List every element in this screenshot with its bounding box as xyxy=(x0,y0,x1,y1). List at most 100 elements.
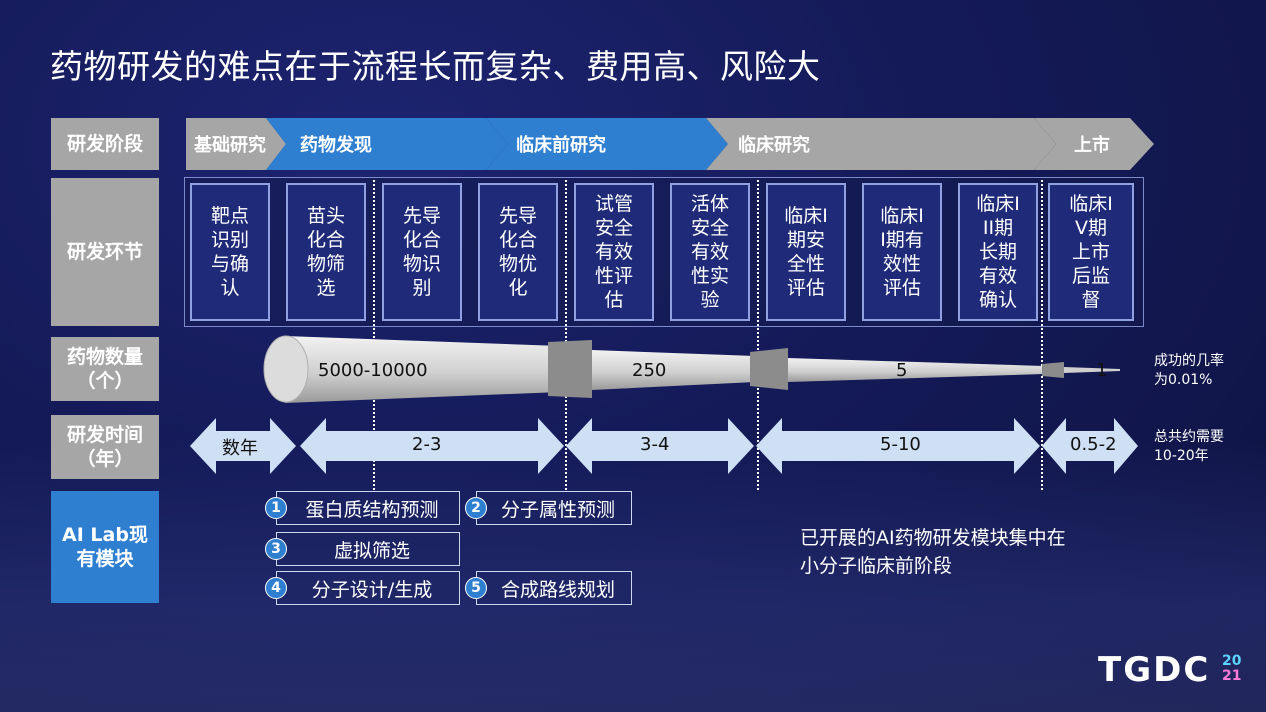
module-label-1: 蛋白质结构预测 xyxy=(305,498,439,521)
stage-label-preclinical: 临床前研究 xyxy=(516,135,606,156)
step-text-4: 先导化合物优化 xyxy=(498,205,537,299)
row-label-stage: 研发阶段 xyxy=(51,118,159,170)
separator-preclinical xyxy=(565,180,567,490)
row-label-time-line2: （年） xyxy=(76,448,134,470)
tgdc-logo: TGDC xyxy=(1098,650,1211,690)
module-1: 1 蛋白质结构预测 xyxy=(265,491,460,525)
step-text-5: 试管安全有效性评估 xyxy=(594,193,633,311)
row-label-count-line2: （个） xyxy=(76,370,134,392)
module-5: 5 合成路线规划 xyxy=(465,571,632,605)
time-arrow-1 xyxy=(190,418,296,474)
time-arrow-4 xyxy=(756,418,1040,474)
funnel-segment-1 xyxy=(285,336,560,403)
module-4: 4 分子设计/生成 xyxy=(265,571,460,605)
row-label-time-line1: 研发时间 xyxy=(66,424,143,446)
row-label-ai: AI Lab现 有模块 xyxy=(51,491,159,603)
step-box-5: 试管安全有效性评估 xyxy=(574,183,654,321)
step-text-10: 临床IV期上市后监督 xyxy=(1069,193,1113,311)
row-label-count: 药物数量 （个） xyxy=(51,337,159,401)
stage-chevron-basic xyxy=(186,118,286,170)
stage-label-discovery: 药物发现 xyxy=(300,135,372,156)
step-box-9: 临床III期长期有效确认 xyxy=(958,183,1038,321)
ai-module-note-line1: 已开展的AI药物研发模块集中在 xyxy=(800,527,1066,549)
background-glow xyxy=(0,440,1266,712)
step-text-6: 活体安全有效性实验 xyxy=(690,193,729,311)
module-label-2: 分子属性预测 xyxy=(500,498,615,521)
step-box-6: 活体安全有效性实验 xyxy=(670,183,750,321)
step-box-4: 先导化合物优化 xyxy=(478,183,558,321)
step-box-2: 苗头化合物筛选 xyxy=(286,183,366,321)
stage-chevron-preclinical xyxy=(486,118,728,170)
funnel-ring-1 xyxy=(548,340,592,398)
module-badge-5: 5 xyxy=(465,577,487,599)
module-2: 2 分子属性预测 xyxy=(465,491,632,525)
ai-module-note-line2: 小分子临床前阶段 xyxy=(800,555,953,577)
count-value-4: 1 xyxy=(1096,360,1108,381)
stage-chevron-market xyxy=(1034,118,1154,170)
tgdc-logo-year-top: 20 xyxy=(1222,653,1242,669)
separator-market xyxy=(1041,180,1043,490)
stage-label-basic: 基础研究 xyxy=(194,135,266,156)
step-text-3: 先导化合物识别 xyxy=(402,205,441,299)
module-label-4: 分子设计/生成 xyxy=(311,578,433,601)
row-label-count-line1: 药物数量 xyxy=(66,346,143,368)
row-label-stage-text: 研发阶段 xyxy=(66,133,143,155)
time-note-line2: 10-20年 xyxy=(1154,448,1209,464)
tgdc-logo-year-bottom: 21 xyxy=(1222,668,1242,684)
row-label-time: 研发时间 （年） xyxy=(51,415,159,479)
time-arrow-2 xyxy=(300,418,564,474)
module-badge-2: 2 xyxy=(465,497,487,519)
step-box-8: 临床II期有效性评估 xyxy=(862,183,942,321)
step-text-2: 苗头化合物筛选 xyxy=(306,205,345,299)
time-arrow-3 xyxy=(566,418,754,474)
step-text-1: 靶点识别与确认 xyxy=(210,205,249,299)
row-label-ai-line2: 有模块 xyxy=(76,548,134,570)
row-label-step: 研发环节 xyxy=(51,178,159,326)
count-value-3: 5 xyxy=(896,360,908,381)
module-badge-1: 1 xyxy=(265,497,287,519)
time-value-3: 3-4 xyxy=(640,434,670,455)
time-note-line1: 总共约需要 xyxy=(1154,429,1224,445)
module-label-5: 合成路线规划 xyxy=(500,578,615,601)
module-3: 3 虚拟筛选 xyxy=(265,532,460,566)
time-value-1: 数年 xyxy=(222,438,258,459)
stage-label-market: 上市 xyxy=(1074,135,1110,156)
step-box-3: 先导化合物识别 xyxy=(382,183,462,321)
ai-module-note: 已开展的AI药物研发模块集中在 小分子临床前阶段 xyxy=(800,524,1066,580)
count-note-line2: 为0.01% xyxy=(1154,372,1213,388)
time-value-4: 5-10 xyxy=(880,434,921,455)
page-title: 药物研发的难点在于流程长而复杂、费用高、风险大 xyxy=(50,47,821,86)
funnel-ring-2 xyxy=(750,348,788,390)
module-badge-3: 3 xyxy=(265,538,287,560)
time-value-2: 2-3 xyxy=(412,434,442,455)
count-value-1: 5000-10000 xyxy=(318,360,428,381)
time-note: 总共约需要 10-20年 xyxy=(1154,428,1224,466)
step-box-10: 临床IV期上市后监督 xyxy=(1048,183,1134,321)
separator-discovery xyxy=(373,180,375,490)
step-box-7: 临床I期安全性评估 xyxy=(766,183,846,321)
stage-label-clinical: 临床研究 xyxy=(738,135,810,156)
stage-chevron-clinical xyxy=(706,118,1056,170)
row-label-ai-line1: AI Lab现 xyxy=(62,524,148,546)
count-value-2: 250 xyxy=(632,360,667,381)
funnel-segment-4 xyxy=(1064,367,1120,373)
count-note: 成功的几率 为0.01% xyxy=(1154,352,1224,390)
funnel-segment-3 xyxy=(788,358,1044,382)
step-text-7: 临床I期安全性评估 xyxy=(784,205,828,299)
funnel-end-cap xyxy=(263,335,309,403)
funnel-ring-3 xyxy=(1042,362,1064,378)
funnel-segment-2 xyxy=(592,350,755,390)
time-arrow-5 xyxy=(1042,418,1138,474)
count-note-line1: 成功的几率 xyxy=(1154,353,1224,369)
step-text-9: 临床III期长期有效确认 xyxy=(976,193,1020,311)
module-label-3: 虚拟筛选 xyxy=(333,539,410,562)
stage-chevron-discovery xyxy=(266,118,508,170)
tgdc-logo-year: 20 21 xyxy=(1222,654,1241,684)
step-text-8: 临床II期有效性评估 xyxy=(880,205,924,299)
separator-clinical xyxy=(757,180,759,490)
time-value-5: 0.5-2 xyxy=(1070,434,1117,455)
row-label-step-text: 研发环节 xyxy=(66,241,143,263)
